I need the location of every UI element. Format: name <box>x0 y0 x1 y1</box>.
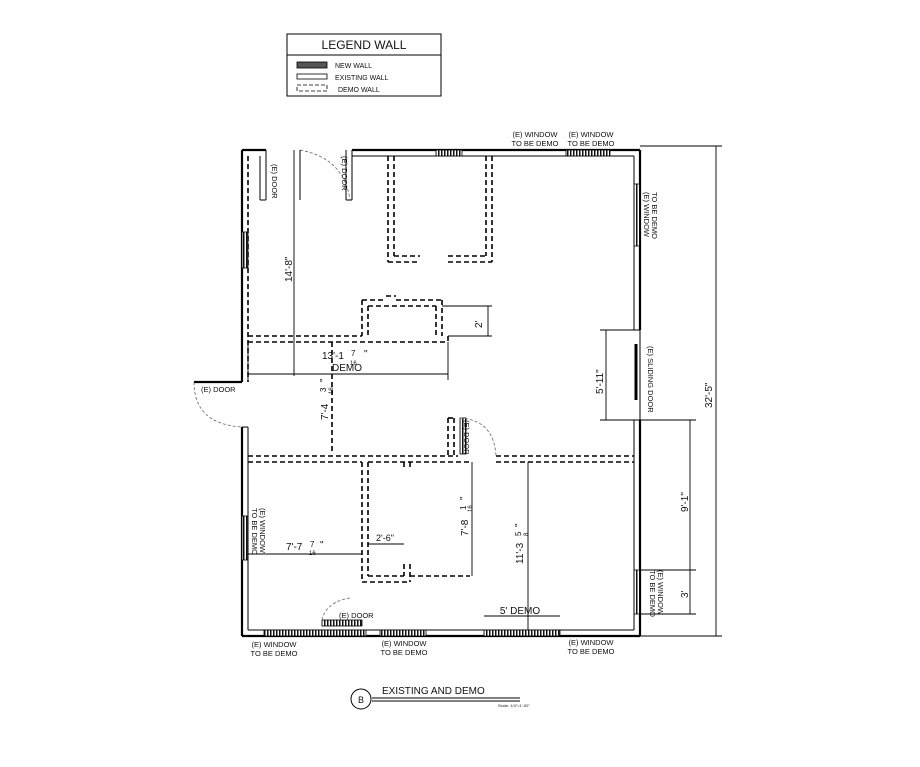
dimension-labels: 14'-8" 13'-1 7 16 " DEMO 2' 5'-11" 7'-4 … <box>284 256 715 617</box>
window-bottom-2-label-b: TO BE DEMO <box>381 648 428 657</box>
window-right-lower-label-b: TO BE DEMO <box>648 570 657 617</box>
dim-7-7-frac-num: 7 <box>310 540 315 549</box>
dim-7-4: 7'-4 <box>320 403 331 420</box>
window-door-bottom <box>321 619 363 627</box>
window-left-upper <box>241 231 249 269</box>
existing-wall-swatch <box>296 73 328 80</box>
dim-demo: DEMO <box>332 363 362 374</box>
window-left-lower-label-b: TO BE DEMO <box>250 508 259 555</box>
drawing-title: EXISTING AND DEMO <box>382 686 485 697</box>
dim-7-8-quote: " <box>459 496 470 500</box>
dim-14-8: 14'-8" <box>284 256 295 282</box>
window-bottom-3-label-b: TO BE DEMO <box>568 647 615 656</box>
title-block: B EXISTING AND DEMO Scale: 1/4"=1'-00" <box>350 686 530 710</box>
window-top-1-label-b: TO BE DEMO <box>512 139 559 148</box>
window-bottom-1-label-b: TO BE DEMO <box>251 649 298 658</box>
door-top-left-label: (E) DOOR <box>270 164 279 199</box>
dim-5-11: 5'-11" <box>595 369 606 394</box>
window-bottom-3-label-a: (E) WINDOW <box>569 638 615 647</box>
dim-7-7: 7'-7 <box>286 542 303 553</box>
existing-walls <box>194 148 642 638</box>
dim-7-7-frac-den: 16 <box>309 551 316 557</box>
window-bottom-2 <box>379 629 427 637</box>
window-top-2 <box>565 149 611 157</box>
legend-title: LEGEND WALL <box>322 38 407 52</box>
sliding-door-label: (E) SLIDING DOOR <box>646 346 655 413</box>
dim-3: 3' <box>680 590 691 598</box>
section-marker <box>350 688 372 710</box>
dim-13-1-frac-den: 16 <box>350 361 357 367</box>
room-labels: (E) WINDOW TO BE DEMO (E) WINDOW TO BE D… <box>201 130 665 658</box>
window-right-lower <box>633 569 641 615</box>
window-bottom-3 <box>483 629 561 637</box>
dimension-lines <box>247 145 722 637</box>
window-bottom-2-label-a: (E) WINDOW <box>382 639 428 648</box>
window-bottom-1-label-a: (E) WINDOW <box>252 640 298 649</box>
new-wall-swatch <box>296 61 328 69</box>
door-swings <box>193 149 641 621</box>
window-bottom-1 <box>263 629 367 637</box>
dim-7-4-frac-num: 3 <box>319 387 328 392</box>
window-left-lower <box>241 515 249 561</box>
dim-7-4-frac-den: 16 <box>329 387 335 394</box>
dim-5-demo: 5' DEMO <box>500 606 540 617</box>
door-bottom-label: (E) DOOR <box>339 611 374 620</box>
dim-32-5: 32'-5" <box>704 382 715 408</box>
drawing-scale: Scale: 1/4"=1'-00" <box>498 703 530 708</box>
legend-existing-wall: EXISTING WALL <box>335 75 389 82</box>
door-top-right-label: (E) DOOR <box>340 156 349 191</box>
demo-wall-swatch <box>296 84 328 92</box>
dim-13-1-frac-num: 7 <box>351 349 356 358</box>
window-right-upper <box>633 183 641 247</box>
dim-13-1-quote: " <box>364 349 368 360</box>
dim-7-8: 7'-8 <box>460 519 471 536</box>
section-marker-label: B <box>358 695 364 705</box>
dim-2-6: 2'-6" <box>376 533 394 543</box>
legend-new-wall: NEW WALL <box>335 63 372 70</box>
dim-11-3-frac-den: 8 <box>524 532 530 536</box>
dim-11-3-frac-num: 5 <box>514 531 523 536</box>
windows <box>241 149 641 637</box>
dim-7-8-frac-num: 1 <box>459 505 468 510</box>
demo-walls <box>247 156 634 583</box>
legend: LEGEND WALL NEW WALL EXISTING WALL DEMO … <box>286 33 442 97</box>
window-top-1 <box>435 149 463 157</box>
door-center-label: (E) DOOR <box>462 420 471 455</box>
dim-13-1: 13'-1 <box>322 351 344 362</box>
window-top-2-label-a: (E) WINDOW <box>569 130 615 139</box>
window-left-lower-label-a: (E) WINDOW <box>258 508 267 554</box>
dim-7-8-frac-den: 16 <box>468 505 474 512</box>
dim-9-1: 9'-1" <box>680 492 691 512</box>
window-top-2-label-b: TO BE DEMO <box>568 139 615 148</box>
dim-2: 2' <box>474 320 485 328</box>
dim-7-7-quote: " <box>320 540 324 551</box>
window-right-upper-label-a: (E) WINDOW <box>642 192 651 238</box>
window-right-upper-label-b: TO BE DEMO <box>650 192 659 239</box>
dim-11-3: 11'-3 <box>515 542 526 564</box>
dim-11-3-quote: " <box>514 523 525 527</box>
dim-7-4-quote: " <box>319 378 330 382</box>
door-left-label: (E) DOOR <box>201 385 236 394</box>
legend-demo-wall: DEMO WALL <box>338 87 380 94</box>
window-top-1-label-a: (E) WINDOW <box>513 130 559 139</box>
window-right-lower-label-a: (E) WINDOW <box>656 570 665 616</box>
